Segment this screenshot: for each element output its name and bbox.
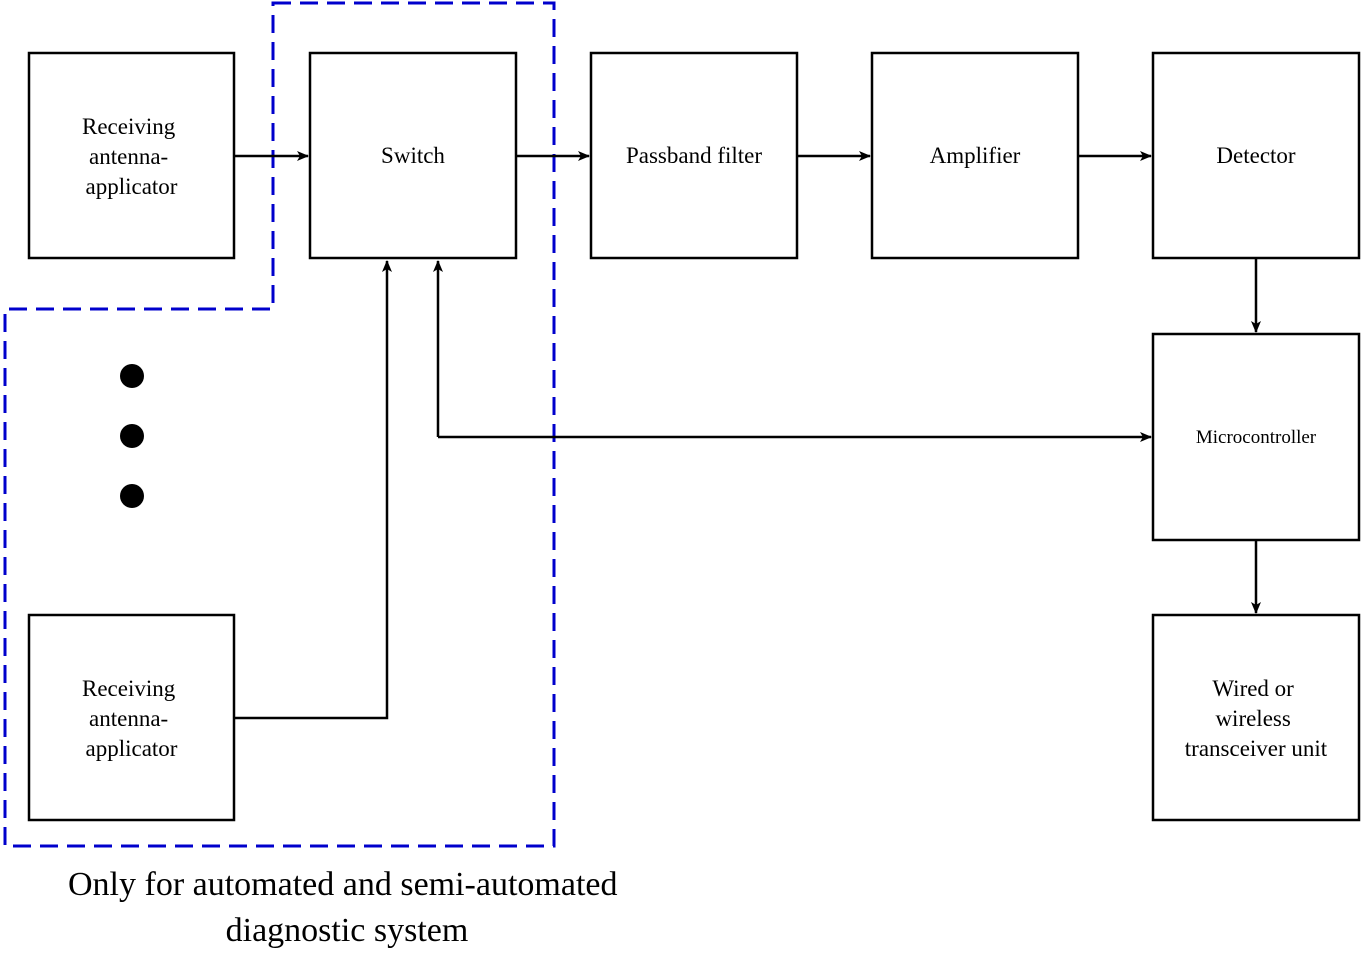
caption-line-1: Only for automated and semi-automated bbox=[68, 866, 618, 903]
caption-line-2: diagnostic system bbox=[226, 912, 469, 949]
block-label-line: applicator bbox=[86, 736, 178, 761]
block-switch: Switch bbox=[308, 51, 518, 260]
block-label-line: Wired or bbox=[1212, 676, 1294, 701]
block-passband-filter: Passband filter bbox=[589, 51, 799, 260]
block-label-line: Microcontroller bbox=[1196, 427, 1317, 448]
block-label-line: Amplifier bbox=[930, 143, 1021, 168]
svg-text:Receiving antenna-: Receiving antenna- applicator bbox=[82, 676, 181, 761]
block-label-line: Switch bbox=[381, 143, 445, 168]
svg-text:Wired or wireless: Wired or wireless transceiver unit bbox=[1185, 676, 1328, 761]
automation-dashed-region bbox=[3, 1, 556, 848]
block-label-line: Receiving bbox=[82, 114, 176, 139]
connectors bbox=[234, 151, 1261, 720]
ellipsis-dot bbox=[120, 364, 144, 388]
block-detector: Detector bbox=[1151, 51, 1361, 260]
block-label-line: antenna- bbox=[89, 144, 168, 169]
block-label-line: Detector bbox=[1216, 143, 1296, 168]
svg-text:Detector: Detector bbox=[1216, 143, 1296, 168]
block-label-line: transceiver unit bbox=[1185, 736, 1328, 761]
block-label-line: Receiving bbox=[82, 676, 176, 701]
svg-text:Passband filter: Passband filter bbox=[626, 143, 762, 168]
svg-text:Amplifier: Amplifier bbox=[930, 143, 1021, 168]
ellipsis-dot bbox=[120, 484, 144, 508]
block-microcontroller: Microcontroller bbox=[1151, 332, 1361, 542]
block-label-line: applicator bbox=[86, 174, 178, 199]
caption: Only for automated and semi-automated di… bbox=[68, 866, 626, 949]
block-label-line: antenna- bbox=[89, 706, 168, 731]
svg-text:Receiving antenna-: Receiving antenna- applicator bbox=[82, 114, 181, 199]
block-label-line: wireless bbox=[1215, 706, 1290, 731]
block-receiving-antenna-2: Receiving antenna- applicator bbox=[27, 613, 236, 822]
svg-text:Switch: Switch bbox=[381, 143, 445, 168]
svg-text:Microcontroller: Microcontroller bbox=[1196, 427, 1317, 448]
block-label-line: Passband filter bbox=[626, 143, 762, 168]
ellipsis-dot bbox=[120, 424, 144, 448]
connector-antenna2-to-switch bbox=[234, 260, 392, 720]
block-amplifier: Amplifier bbox=[870, 51, 1080, 260]
block-receiving-antenna-1: Receiving antenna- applicator bbox=[27, 51, 236, 260]
block-transceiver: Wired or wireless transceiver unit bbox=[1151, 613, 1361, 822]
ellipsis-dots bbox=[120, 364, 144, 508]
